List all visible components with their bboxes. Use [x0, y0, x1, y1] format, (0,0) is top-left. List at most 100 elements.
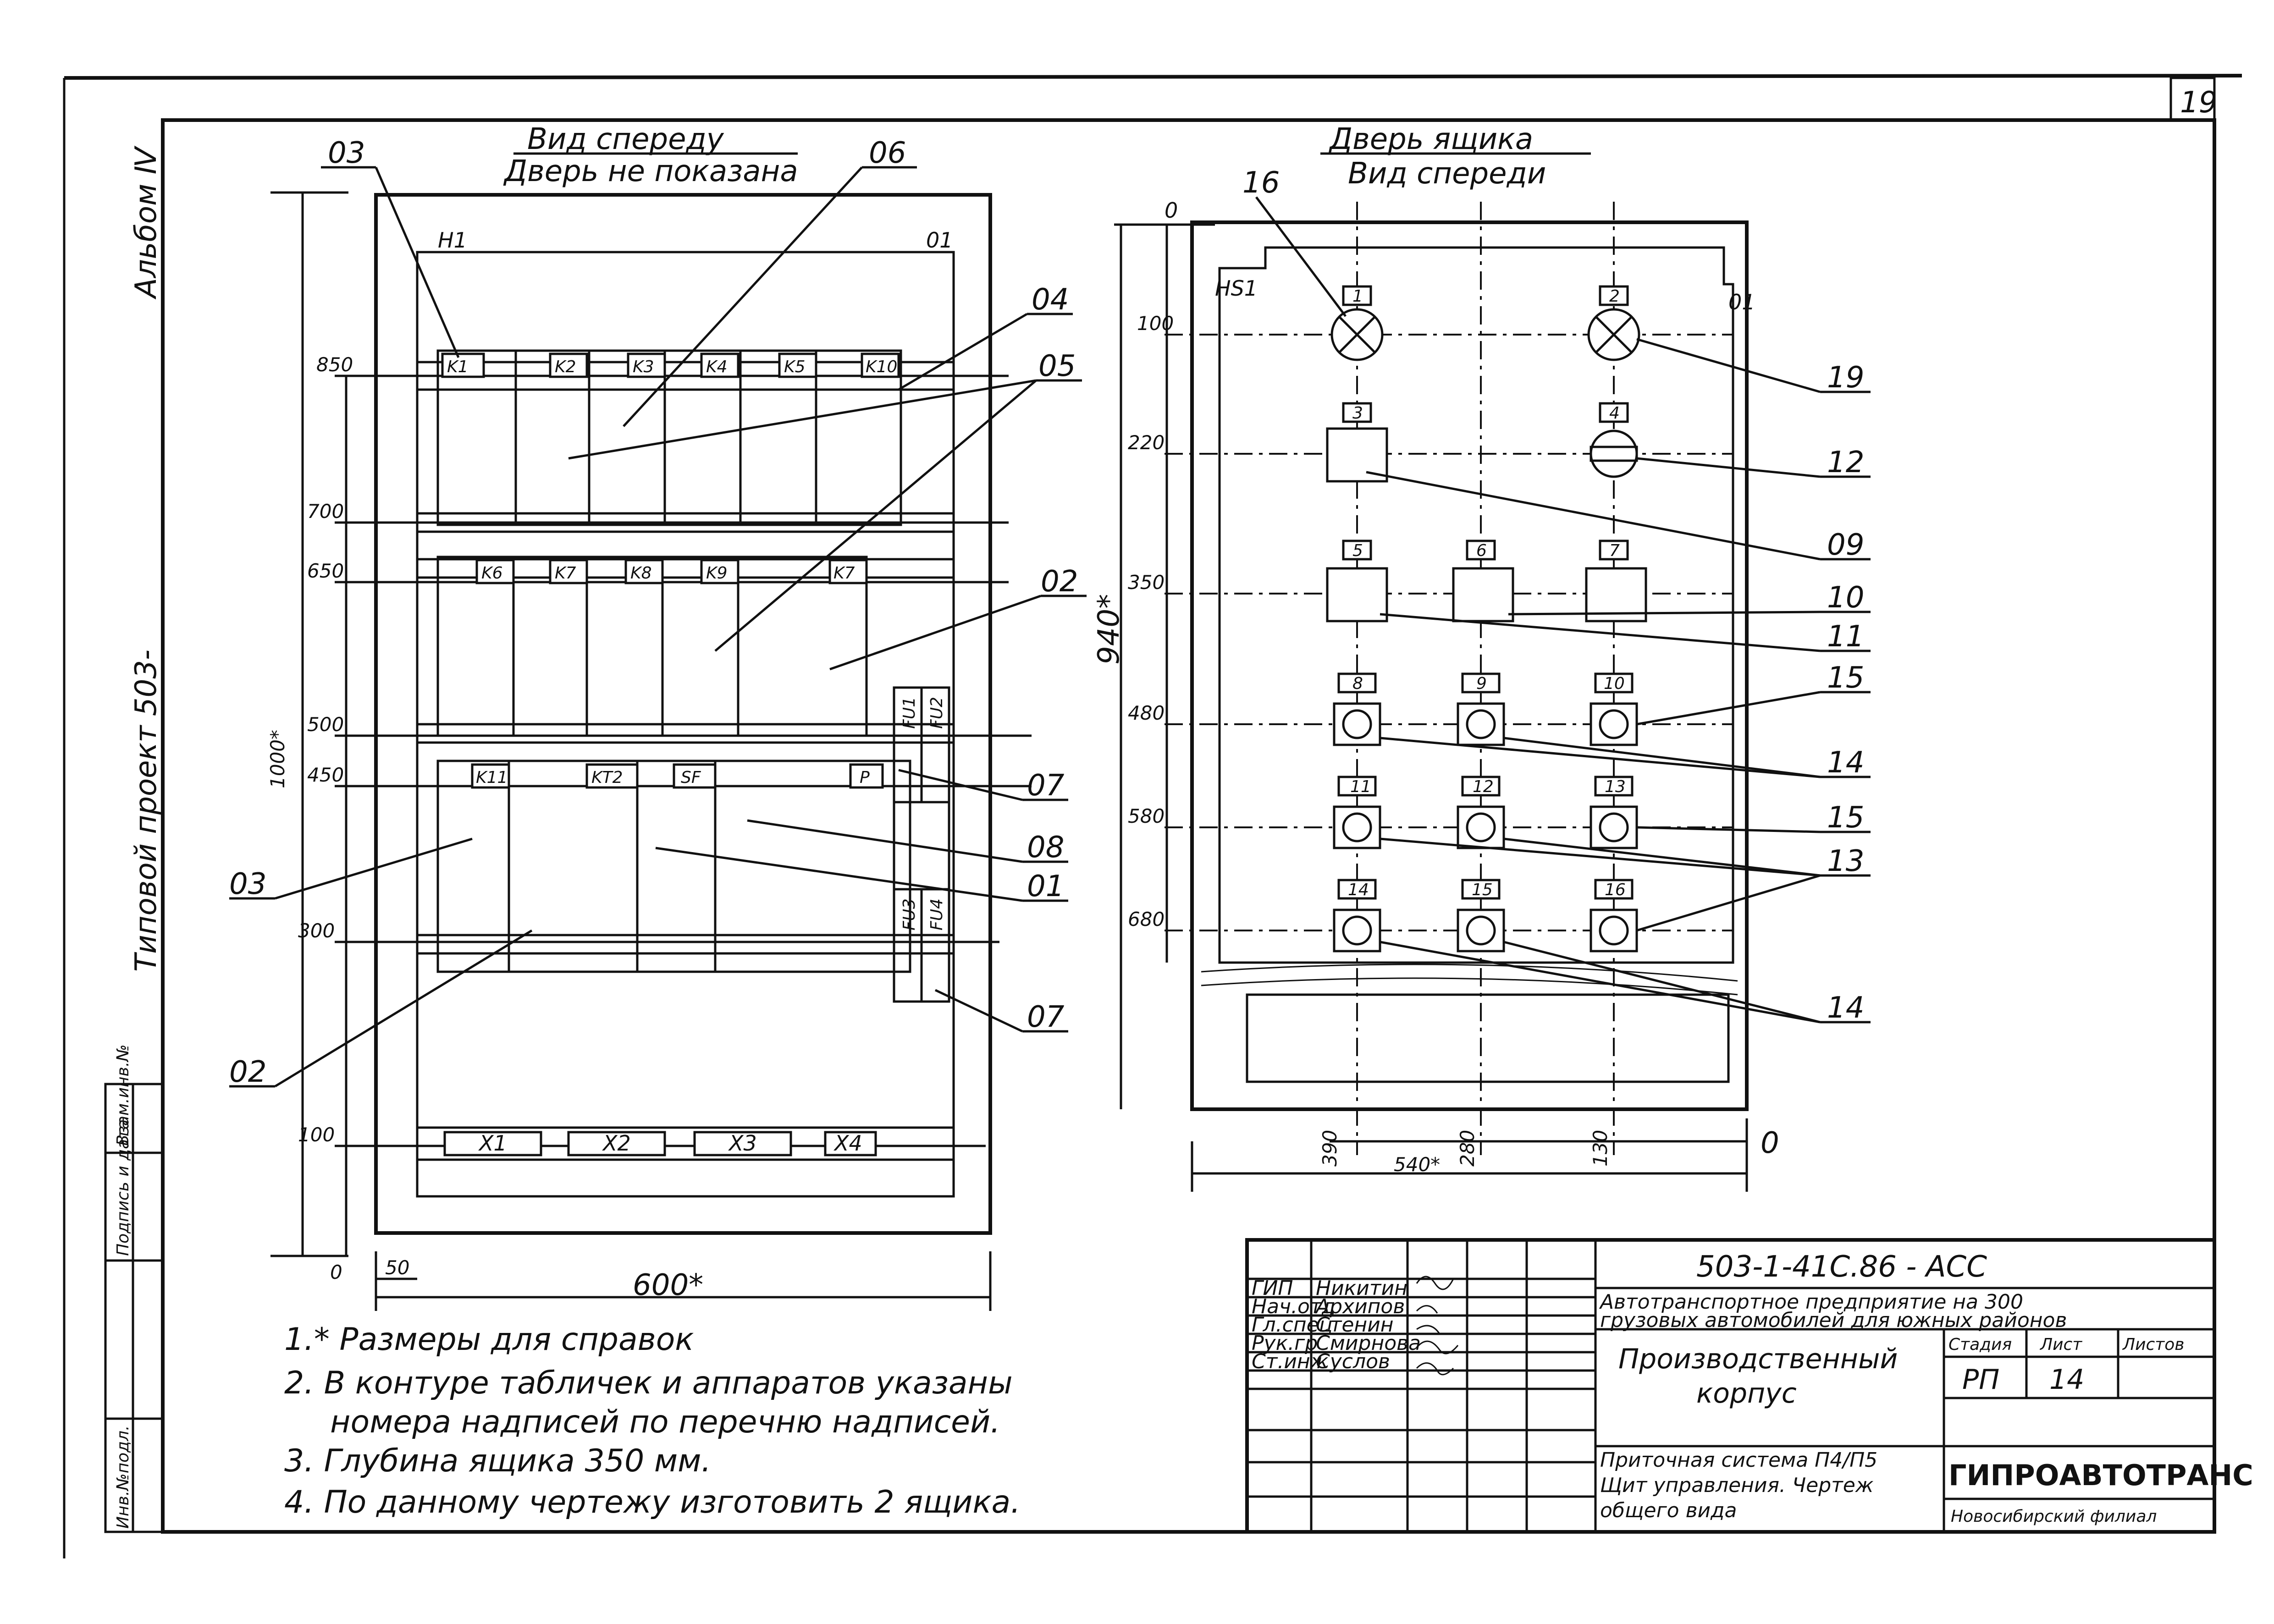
relay-KT2: KT2 — [591, 768, 623, 787]
svg-text:680: 680 — [1128, 908, 1165, 930]
relay-row-2 — [436, 556, 868, 737]
name-2: Архипов — [1314, 1295, 1405, 1318]
svg-text:280: 280 — [1456, 1130, 1479, 1167]
note-1: 1.* Размеры для справок — [284, 1321, 694, 1358]
side-stamp-3: Взам.инв.№ — [114, 1044, 132, 1146]
svg-text:850: 850 — [316, 353, 353, 376]
side-stamp-2: Подпись и дата — [114, 1119, 132, 1256]
plate-1: 1 — [1352, 287, 1363, 306]
callout-07a: 07 — [1027, 769, 1065, 803]
desc-1: Приточная система П4/П5 — [1600, 1448, 1877, 1472]
desc-3: общего вида — [1600, 1499, 1737, 1522]
doc-code: 503-1-41С.86 - АСС — [1696, 1250, 1987, 1284]
svg-text:0: 0 — [1761, 1126, 1779, 1160]
relay-K5: K5 — [784, 358, 806, 376]
front-view-subtitle: Дверь не показана — [503, 154, 798, 188]
svg-text:01: 01 — [926, 228, 953, 253]
plate-6: 6 — [1476, 541, 1487, 560]
door-bottom-panel — [1246, 993, 1730, 1083]
name-5: Суслов — [1316, 1350, 1390, 1373]
relay-K3: K3 — [633, 358, 654, 376]
callout-01: 01 — [1027, 870, 1064, 903]
company-name: ГИПРОАВТОТРАНС — [1948, 1459, 2253, 1492]
svg-text:FU4: FU4 — [927, 898, 946, 930]
project-label: Типовой проект 503- — [129, 650, 163, 972]
front-view: Вид спереду Дверь не показана H1 01 100 0… — [229, 122, 1087, 1311]
svg-text:450: 450 — [307, 764, 344, 786]
callout-05: 05 — [1038, 349, 1076, 383]
svg-text:H1: H1 — [438, 228, 467, 253]
plate-10: 10 — [1604, 674, 1625, 693]
switch-P: P — [860, 768, 870, 787]
plate-8: 8 — [1352, 674, 1363, 693]
svg-text:300: 300 — [298, 919, 335, 942]
building-2: корпус — [1696, 1377, 1797, 1409]
svg-text:FU2: FU2 — [927, 697, 946, 729]
dim-940: 940* — [1092, 594, 1126, 665]
side-stamp-1: Инв.№подл. — [114, 1426, 132, 1529]
callout-02a: 02 — [1041, 565, 1078, 599]
callout-15b: 15 — [1827, 801, 1864, 835]
svg-text:0: 0 — [1165, 198, 1178, 223]
notes: 1.* Размеры для справок 2. В контуре таб… — [284, 1321, 1021, 1520]
svg-text:220: 220 — [1128, 431, 1165, 454]
name-4: Смирнова — [1316, 1332, 1421, 1355]
plate-4: 4 — [1609, 404, 1620, 423]
relay-K4: K4 — [706, 358, 728, 376]
svg-text:FU3: FU3 — [900, 898, 919, 930]
plate-15: 15 — [1472, 881, 1493, 899]
terminal-rail — [416, 1126, 955, 1161]
relay-K8: K8 — [630, 564, 652, 583]
plate-7: 7 — [1609, 541, 1620, 560]
desc-2: Щит управления. Чертеж — [1600, 1474, 1874, 1497]
plate-13: 13 — [1605, 777, 1626, 796]
relay-K1: K1 — [447, 358, 469, 376]
sheet-number-box — [2169, 77, 2216, 121]
plate-12: 12 — [1473, 777, 1494, 796]
svg-text:50: 50 — [385, 1256, 409, 1279]
switch-1 — [1326, 427, 1388, 483]
door-view: Дверь ящика Вид спереди HS1 01 0 940* 10… — [1092, 122, 1871, 1192]
svg-text:390: 390 — [1319, 1130, 1341, 1167]
svg-text:480: 480 — [1128, 702, 1165, 724]
callout-02b: 02 — [229, 1055, 266, 1089]
title-block: ГИП Нач.отд Гл.спец Рук.гр Ст.инж Никити… — [1245, 1238, 2253, 1534]
plate-11: 11 — [1350, 777, 1371, 796]
sheet-value: 14 — [2049, 1364, 2084, 1396]
sheet-header: Лист — [2039, 1335, 2082, 1354]
callout-09: 09 — [1827, 528, 1864, 562]
building-1: Производственный — [1618, 1343, 1898, 1375]
callout-07b: 07 — [1027, 1000, 1065, 1034]
plate-2: 2 — [1609, 287, 1620, 306]
callout-13: 13 — [1827, 844, 1864, 878]
org-line-1: Автотранспортное предприятие на 300 — [1599, 1290, 2023, 1314]
relay-K2: K2 — [555, 358, 576, 376]
front-view-title: Вид спереду — [527, 122, 724, 156]
svg-text:580: 580 — [1128, 805, 1165, 827]
name-3: Стенин — [1316, 1313, 1394, 1337]
svg-text:100: 100 — [298, 1123, 335, 1146]
plate-9: 9 — [1476, 674, 1487, 693]
callout-08: 08 — [1027, 831, 1064, 864]
sheet-number: 19 — [2180, 86, 2217, 120]
company-branch: Новосибирский филиал — [1951, 1507, 2157, 1526]
callout-06: 06 — [869, 136, 906, 170]
note-2b: номера надписей по перечню надписей. — [330, 1404, 1000, 1440]
svg-text:350: 350 — [1128, 571, 1165, 594]
callout-14b: 14 — [1827, 991, 1864, 1025]
door-view-subtitle: Вид спереди — [1348, 157, 1546, 191]
terminal-X2: X2 — [602, 1131, 631, 1156]
album-label: Альбом Ⅳ — [129, 145, 163, 300]
note-2: 2. В контуре табличек и аппаратов указан… — [284, 1365, 1013, 1401]
svg-text:500: 500 — [307, 713, 344, 736]
callout-10: 10 — [1827, 581, 1864, 615]
door-outline — [1190, 220, 1749, 1111]
svg-text:FU1: FU1 — [900, 697, 919, 729]
relay-K11: K11 — [476, 768, 508, 787]
relay-K7: K7 — [555, 564, 576, 583]
callout-15a: 15 — [1827, 661, 1864, 695]
svg-text:01: 01 — [1728, 290, 1755, 314]
door-inner — [1218, 246, 1734, 964]
callout-12: 12 — [1827, 446, 1864, 479]
